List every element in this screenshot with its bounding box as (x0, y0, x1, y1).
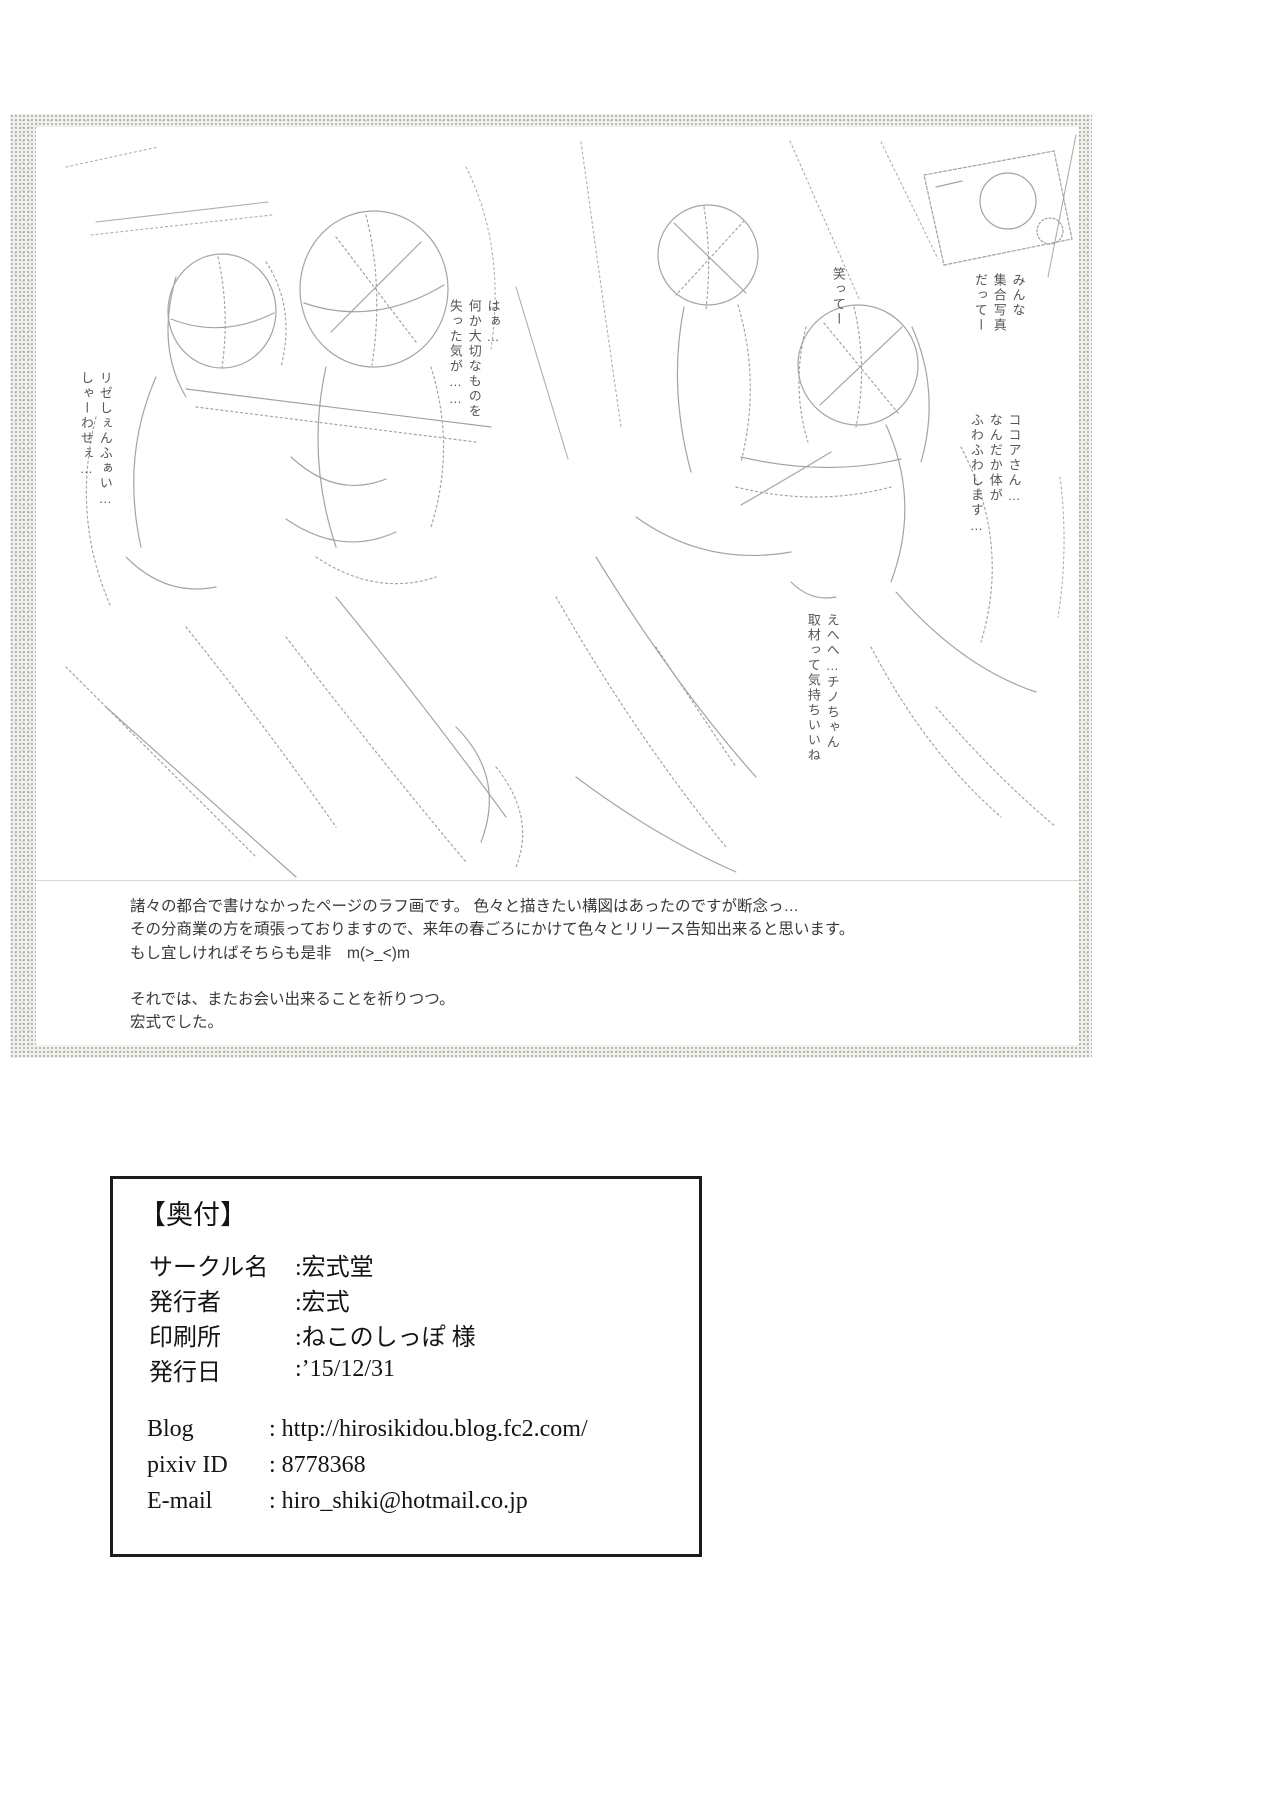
printer-value: :ねこのしっぽ 様 (295, 1325, 476, 1351)
colophon-box: 【奥付】 サークル名 :宏式堂 発行者 :宏式 印刷所 :ねこのしっぽ 様 発行… (110, 1176, 702, 1557)
contact-row-email: E-mail : hiro_shiki@hotmail.co.jp (147, 1483, 588, 1519)
afterword-line-3: もし宜しければそちらも是非 m(>_<)m (130, 944, 410, 962)
pixiv-id-value: : 8778368 (269, 1451, 366, 1478)
colophon-row-printer: 印刷所 :ねこのしっぽ 様 (149, 1317, 476, 1352)
pixiv-id-label: pixiv ID (147, 1451, 228, 1478)
circle-name-label: サークル名 (149, 1255, 269, 1281)
afterword-line-4: それでは、またお会い出来ることを祈りつつ。 (130, 990, 455, 1008)
colophon-row-issue-date: 発行日 :’15/12/31 (149, 1352, 476, 1387)
colophon-row-publisher: 発行者 :宏式 (149, 1282, 476, 1317)
afterword-line-2: その分商業の方を頑張っておりますので、来年の春ごろにかけて色々とリリース告知出来… (130, 921, 855, 939)
email-value: : hiro_shiki@hotmail.co.jp (269, 1487, 528, 1514)
colophon-row-circle: サークル名 :宏式堂 (149, 1247, 476, 1282)
annotation-haa: はぁ… 何か大切なものを 失った気が…… (447, 299, 501, 419)
rough-sketch-svg (65, 134, 1077, 878)
annotation-rize: リゼしぇんふぁい… しゃーわせぇ… (78, 371, 113, 508)
contact-row-blog: Blog : http://hirosikidou.blog.fc2.com/ (147, 1411, 588, 1447)
annotation-waratte: 笑ってー (830, 267, 846, 327)
colophon-rows: サークル名 :宏式堂 発行者 :宏式 印刷所 :ねこのしっぽ 様 発行日 :’1… (149, 1247, 476, 1387)
sketch-background-lines (65, 134, 1077, 618)
issue-date-value: :’15/12/31 (295, 1356, 395, 1382)
issue-date-label: 発行日 (149, 1360, 221, 1386)
afterword-line-1: 諸々の都合で書けなかったページのラフ画です。 色々と描きたい構図はあったのですが… (130, 898, 799, 915)
annotation-ehehe: えへへ…チノちゃん 取材って気持ちいいね (805, 613, 840, 763)
blog-label: Blog (147, 1415, 194, 1442)
printer-label: 印刷所 (149, 1325, 221, 1351)
circle-name-value: :宏式堂 (295, 1255, 374, 1281)
colophon-contacts: Blog : http://hirosikidou.blog.fc2.com/ … (147, 1411, 588, 1519)
sketch-panel-frame: リゼしぇんふぁい… しゃーわせぇ… はぁ… 何か大切なものを 失った気が…… 笑… (10, 114, 1092, 1058)
sketch-figure-right-group (555, 204, 1057, 873)
contact-row-pixiv: pixiv ID : 8778368 (147, 1447, 588, 1483)
annotation-cocoa: ココアさん… なんだか体が ふわふわします… (968, 413, 1022, 535)
annotation-minna: みんな 集合写真 だってー (972, 273, 1026, 333)
publisher-value: :宏式 (295, 1290, 350, 1316)
sketch-panel-inner: リゼしぇんふぁい… しゃーわせぇ… はぁ… 何か大切なものを 失った気が…… 笑… (36, 127, 1079, 1045)
email-label: E-mail (147, 1487, 213, 1514)
camera-sketch-icon (923, 150, 1073, 266)
blog-url: : http://hirosikidou.blog.fc2.com/ (269, 1415, 588, 1442)
sketch-figure-left-group (65, 210, 524, 878)
publisher-label: 発行者 (149, 1290, 221, 1316)
afterword-line-5: 宏式でした。 (130, 1014, 224, 1031)
colophon-title: 【奥付】 (139, 1200, 247, 1230)
afterword-text: 諸々の都合で書けなかったページのラフ画です。 色々と描きたい構図はあったのですが… (36, 880, 1079, 1045)
